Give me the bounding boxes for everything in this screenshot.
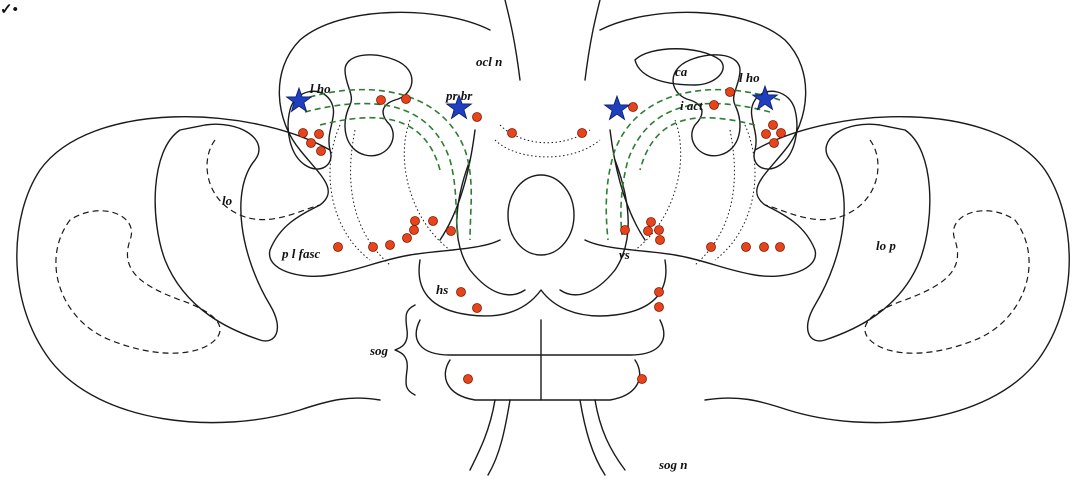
central-lower-body <box>457 160 628 295</box>
neuron-dot <box>402 95 411 104</box>
neuron-dot <box>429 217 438 226</box>
star-icon <box>753 86 778 110</box>
right-tract-inner-2 <box>640 118 755 170</box>
left-medulla-dashed <box>56 211 220 353</box>
label-i-act: i act <box>680 98 703 113</box>
label-p-l-fasc: p l fasc <box>281 246 321 261</box>
neuron-dot <box>369 243 378 252</box>
neuron-dot <box>410 226 419 235</box>
neuron-dot <box>447 227 456 236</box>
label-lo: lo <box>222 193 233 208</box>
neuron-dot <box>707 243 716 252</box>
neuron-dot <box>760 243 769 252</box>
neuron-dot <box>770 139 779 148</box>
ocellar-nerve-right <box>585 0 600 80</box>
label-l-ho-left: l ho <box>310 81 331 96</box>
neuron-dot <box>377 96 386 105</box>
neuron-dot <box>742 243 751 252</box>
right-medulla-dashed <box>865 211 1029 353</box>
neuron-dot <box>457 288 466 297</box>
label-pr-br: pr br <box>445 88 473 103</box>
neuron-dot <box>473 304 482 313</box>
neuron-dot <box>655 226 664 235</box>
neuron-dot <box>386 241 395 250</box>
neuron-dot <box>629 103 638 112</box>
left-tract-inner-2 <box>320 118 440 170</box>
neuron-dot <box>762 130 771 139</box>
neuron-dot <box>710 101 719 110</box>
left-optic-lobe-outline <box>17 117 380 423</box>
right-optic-lobe-outline <box>705 117 1069 423</box>
neuron-dot <box>655 288 664 297</box>
right-lobula-dashed <box>765 140 878 220</box>
label-l-ho-right: l ho <box>739 70 760 85</box>
star-icon <box>605 96 630 120</box>
left-protocerebrum-outline <box>270 12 500 276</box>
neuron-dot <box>317 147 326 156</box>
neuron-dot <box>411 217 420 226</box>
neuron-dot <box>403 234 412 243</box>
neuron-dot <box>776 243 785 252</box>
sog-outline-top <box>419 260 666 316</box>
neuron-dot <box>647 218 656 227</box>
label-ocl-n: ocl n <box>476 54 502 69</box>
neuron-dot <box>578 129 587 138</box>
label-sog: sog <box>369 343 389 358</box>
neuron-dot <box>315 130 324 139</box>
sog-lower <box>445 360 639 400</box>
ocellar-nerve-left <box>505 0 520 80</box>
neuron-dot <box>726 88 735 97</box>
label-sog-n: sog n <box>658 457 688 472</box>
left-tract-inner <box>305 104 458 235</box>
right-horn-outline <box>751 91 796 169</box>
left-tract-outer <box>300 90 471 240</box>
neuron-dot <box>656 236 665 245</box>
neuron-dot <box>464 375 473 384</box>
left-lobula-outline <box>155 124 277 341</box>
neuron-dot <box>769 121 778 130</box>
right-lobula-outline <box>808 124 930 341</box>
neuron-dot <box>508 129 517 138</box>
label-ca: ca <box>675 64 688 79</box>
neuron-dot <box>307 139 316 148</box>
neuron-dot <box>644 227 653 236</box>
left-calyx-outline <box>345 55 412 156</box>
neuron-dot <box>621 226 630 235</box>
sog-middle <box>416 320 664 355</box>
sog-nerve-right <box>580 400 625 475</box>
sog-nerve-left <box>470 400 510 475</box>
label-lo-p: lo p <box>876 238 896 253</box>
neuron-dot <box>638 375 647 384</box>
corner-mark: ✓• <box>0 2 18 18</box>
neuron-dot <box>655 303 664 312</box>
neuron-cluster <box>299 88 786 384</box>
label-hs: hs <box>436 282 448 297</box>
neuron-dot <box>299 129 308 138</box>
oesophageal-foramen <box>508 175 574 255</box>
neuron-dot <box>473 113 482 122</box>
sog-bracket <box>395 305 415 395</box>
label-vs: vs <box>619 247 630 262</box>
neuron-dot <box>334 243 343 252</box>
neuron-dot <box>777 129 786 138</box>
